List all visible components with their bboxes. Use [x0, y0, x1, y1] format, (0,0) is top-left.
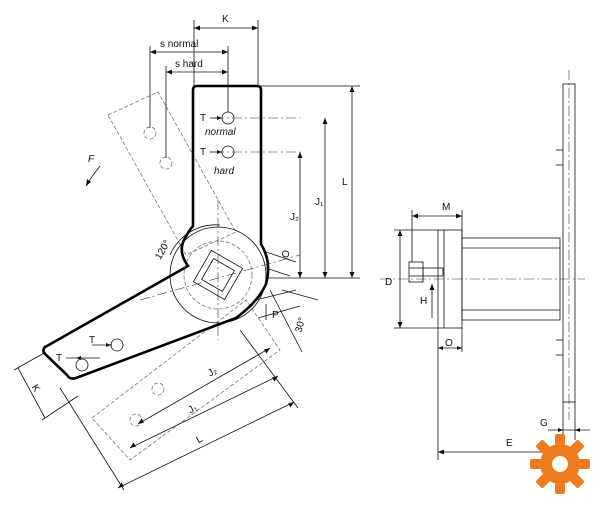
dim-g — [548, 402, 590, 440]
label-k-lower: K — [29, 383, 42, 395]
label-normal: normal — [205, 127, 236, 138]
label-o-top: O — [280, 249, 293, 260]
label-h: H — [420, 296, 427, 307]
dim-h — [429, 284, 435, 318]
dim-o-side — [437, 328, 463, 460]
label-120: 120° — [153, 238, 173, 261]
label-t-lower-1: T — [56, 353, 62, 364]
dim-s-hard — [165, 66, 228, 158]
angle-arc — [169, 224, 221, 256]
hinge-centerline-2 — [139, 254, 301, 301]
ghost-strap-lower — [91, 299, 281, 461]
label-g: G — [540, 418, 548, 429]
dim-m — [411, 210, 463, 262]
gear-logo-icon — [530, 434, 590, 494]
label-t-lower-2: T — [89, 335, 95, 346]
dim-d — [394, 229, 438, 329]
force-arrow — [85, 165, 101, 187]
label-l-lower: L — [195, 434, 206, 447]
dim-k-lower — [13, 351, 79, 421]
label-f: F — [88, 154, 95, 165]
label-l-right: L — [342, 177, 348, 188]
label-o-side: O — [445, 338, 453, 349]
dim-s-normal — [149, 46, 229, 128]
dim-t-upper — [210, 116, 222, 154]
dim-verticals — [258, 85, 360, 279]
label-t-normal: T — [200, 113, 206, 124]
dim-t-lower — [66, 343, 112, 360]
dim-k-top — [193, 20, 259, 86]
lower-holes — [75, 338, 124, 372]
label-d: D — [385, 277, 392, 288]
label-p: P — [272, 310, 279, 321]
label-30: 30° — [294, 316, 309, 333]
label-j1-lower: J₁ — [187, 402, 200, 416]
label-t-hard: T — [200, 147, 206, 158]
dim-o-p — [255, 251, 319, 353]
side-view — [380, 70, 585, 420]
label-j2-lower: J₂ — [206, 365, 219, 379]
label-s-normal: s normal — [160, 39, 198, 50]
label-j1-right: J₁ — [315, 197, 324, 208]
label-s-hard: s hard — [175, 59, 203, 70]
label-k-top: K — [222, 14, 229, 25]
dim-lower-lengths — [59, 329, 299, 491]
label-e: E — [506, 438, 513, 449]
label-hard: hard — [214, 166, 234, 177]
label-m: M — [442, 202, 450, 213]
label-j2-right: J₂ — [290, 212, 299, 223]
